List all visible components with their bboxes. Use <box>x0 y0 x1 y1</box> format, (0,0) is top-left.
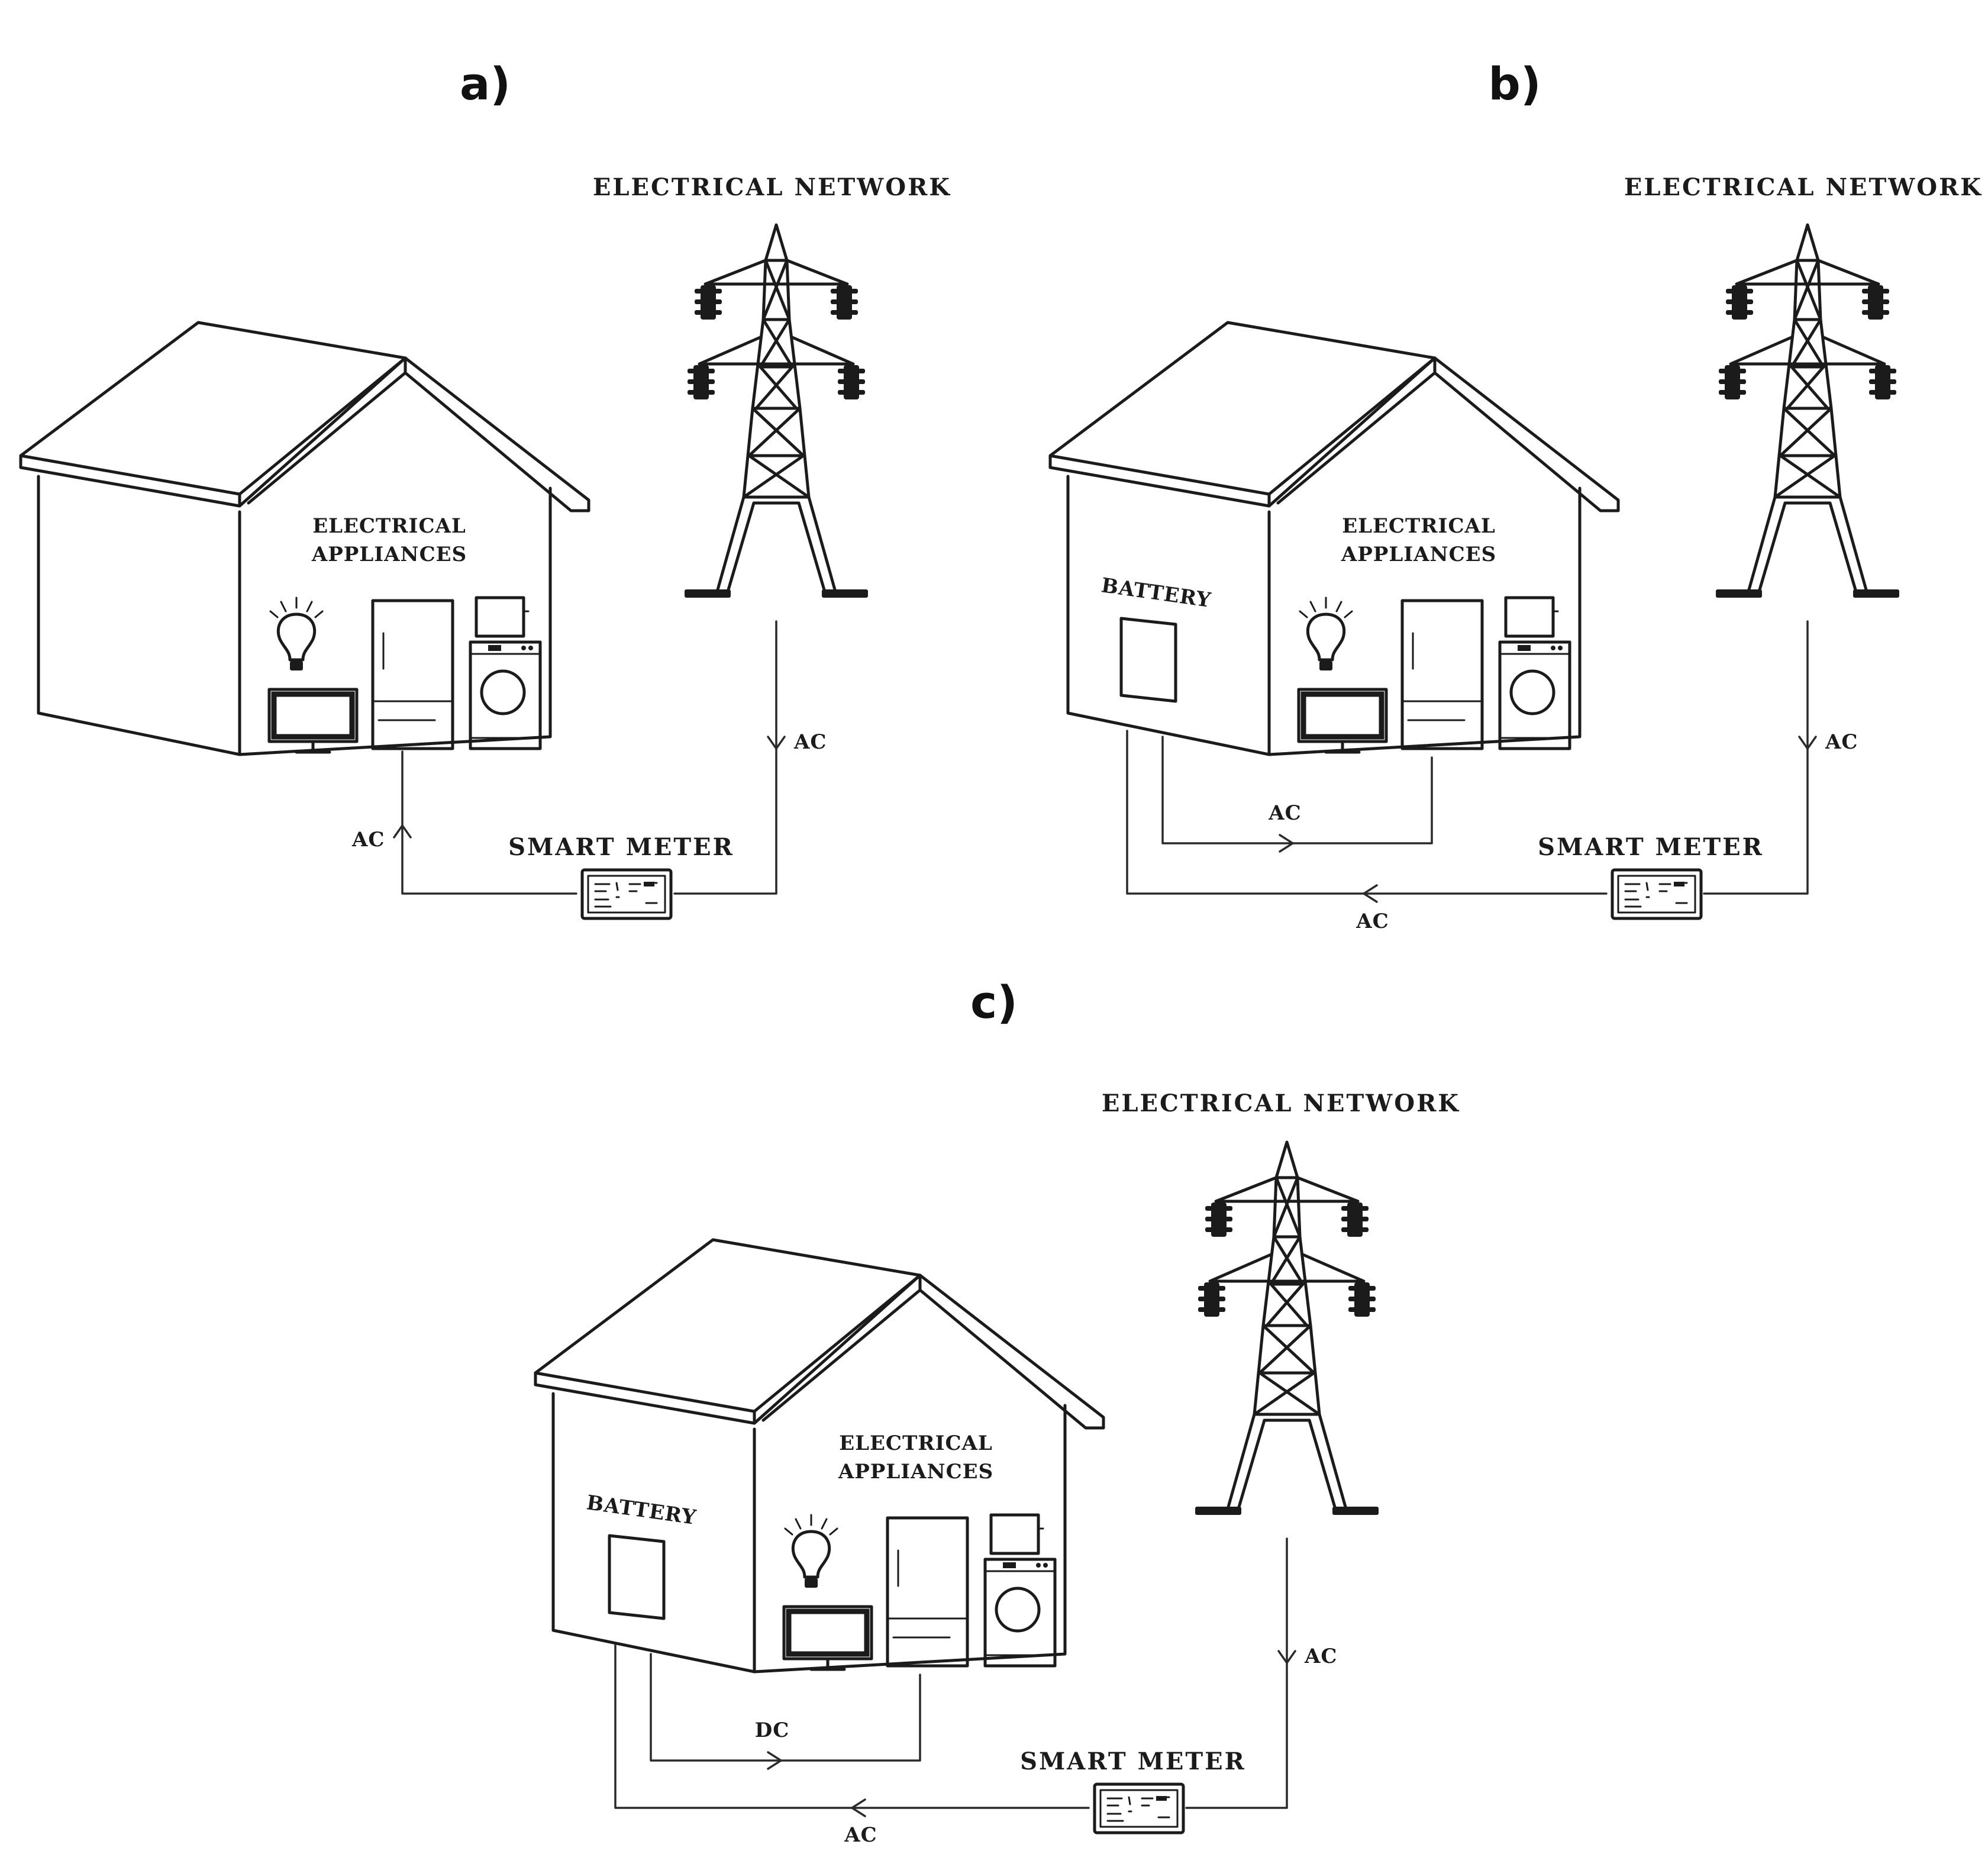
electrical-network-label: ELECTRICAL NETWORK <box>1102 1089 1460 1117</box>
meter-to-house-wire <box>614 1644 1090 1809</box>
battery-label: BATTERY <box>585 1491 698 1530</box>
transmission-tower-icon <box>1716 225 1899 598</box>
grid-flow-label: AC <box>1825 730 1858 754</box>
smart-meter-label: SMART METER <box>508 833 734 861</box>
grid-flow-label: AC <box>1304 1645 1337 1668</box>
panel-c: c) ELECTRICAL NETWORK ELECTRICAL APPLIAN… <box>535 976 1460 1847</box>
appliances-label-line1: ELECTRICAL <box>1342 514 1496 538</box>
meter-to-house-label: AC <box>844 1823 877 1847</box>
transmission-tower-icon <box>1195 1142 1379 1515</box>
electrical-network-label: ELECTRICAL NETWORK <box>593 173 951 201</box>
battery-to-appliances-label: DC <box>755 1719 790 1742</box>
battery-icon <box>1121 618 1176 701</box>
appliances-icon <box>269 598 540 752</box>
electrical-network-label: ELECTRICAL NETWORK <box>1624 173 1983 201</box>
grid-to-meter-wire <box>1185 1537 1288 1809</box>
smart-meter-icon <box>1095 1784 1183 1833</box>
panel-a-label: a) <box>460 57 511 110</box>
battery-icon <box>609 1536 664 1618</box>
panel-b: b) ELECTRICAL NETWORK ELECTRICAL APPLIAN… <box>1050 57 1983 933</box>
grid-to-meter-wire <box>673 620 777 895</box>
grid-to-meter-wire <box>1703 620 1809 895</box>
battery-to-appliances-wire <box>1161 736 1433 844</box>
meter-to-house-wire <box>1126 730 1608 895</box>
appliances-label-line2: APPLIANCES <box>1341 543 1496 566</box>
smart-meter-label: SMART METER <box>1020 1748 1246 1775</box>
meter-to-house-wire <box>401 750 577 895</box>
transmission-tower-icon <box>685 225 868 598</box>
house-flow-label: AC <box>351 828 385 852</box>
appliances-label-line2: APPLIANCES <box>838 1460 993 1484</box>
panel-b-label: b) <box>1488 57 1541 110</box>
appliances-icon <box>1299 598 1570 752</box>
panel-a: a) ELECTRICAL NETWORK ELECTRICAL APPLIAN… <box>21 57 951 918</box>
appliances-label-line2: APPLIANCES <box>311 543 467 566</box>
smart-meter-label: SMART METER <box>1538 833 1764 861</box>
smart-meter-icon <box>1612 870 1701 918</box>
meter-to-house-label: AC <box>1356 910 1389 933</box>
panel-c-label: c) <box>970 976 1018 1028</box>
battery-label: BATTERY <box>1100 573 1213 612</box>
battery-to-appliances-wire <box>650 1653 921 1762</box>
grid-flow-label: AC <box>793 730 827 754</box>
appliances-label-line1: ELECTRICAL <box>312 514 466 538</box>
battery-to-appliances-label: AC <box>1268 801 1301 825</box>
appliances-label-line1: ELECTRICAL <box>839 1431 993 1455</box>
smart-meter-icon <box>582 870 671 918</box>
appliances-icon <box>784 1515 1055 1669</box>
